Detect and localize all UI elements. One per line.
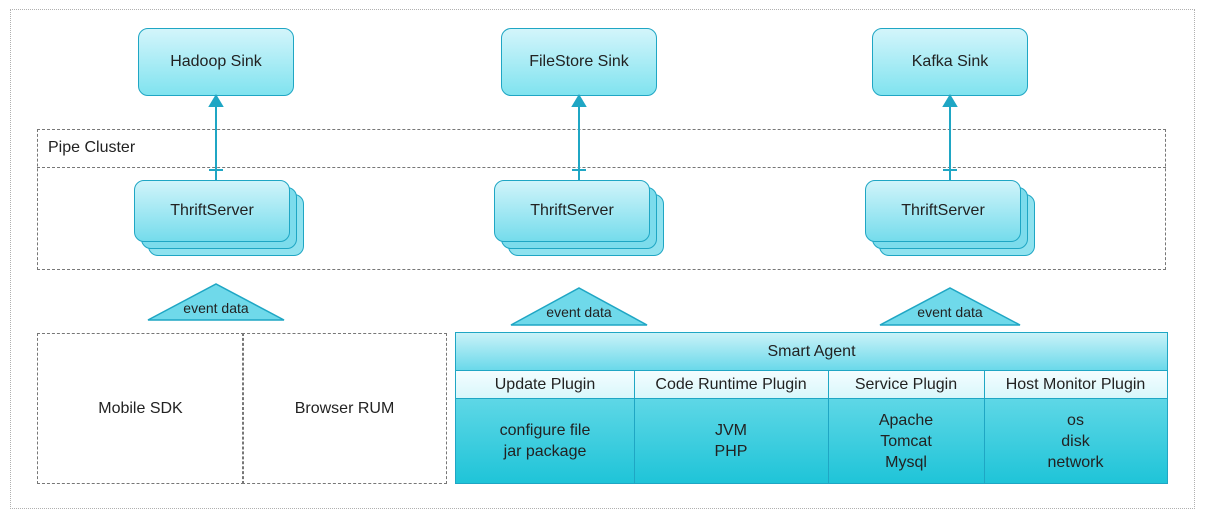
code-runtime-plugin-items: JVM PHP	[634, 399, 828, 483]
plugin-divider	[634, 371, 635, 483]
plugin-item: network	[1047, 453, 1104, 471]
kafka-sink-label: Kafka Sink	[911, 53, 989, 70]
mobile-sdk-box: Mobile SDK	[37, 333, 244, 484]
browser-rum-label: Browser RUM	[294, 399, 395, 417]
diagram-frame	[10, 9, 1195, 509]
event-data-triangle	[147, 283, 285, 321]
pipe-cluster	[37, 129, 1166, 270]
event-data-label: event data	[183, 300, 249, 316]
pipe-cluster-label: Pipe Cluster	[48, 139, 136, 156]
kafka-sink: Kafka Sink	[872, 28, 1028, 96]
host-monitor-plugin-header: Host Monitor Plugin	[984, 371, 1167, 399]
update-plugin-items: configure file jar package	[456, 399, 634, 483]
plugin-item: jar package	[503, 443, 587, 460]
mobile-sdk-label: Mobile SDK	[98, 399, 183, 417]
plugin-item: Tomcat	[880, 432, 932, 450]
plugin-item: Apache	[878, 411, 934, 429]
event-data-triangle	[879, 287, 1021, 326]
plugin-item: JVM	[715, 422, 747, 439]
event-data-label: event data	[546, 304, 612, 320]
update-plugin-header: Update Plugin	[456, 371, 634, 399]
browser-rum-box: Browser RUM	[242, 333, 447, 484]
arrow-head-icon	[571, 94, 587, 107]
pipe-cluster-divider	[37, 167, 1166, 168]
host-monitor-plugin-items: os disk network	[984, 399, 1167, 483]
code-runtime-plugin-header: Code Runtime Plugin	[634, 371, 828, 399]
event-data-triangle	[510, 287, 648, 326]
service-plugin-header: Service Plugin	[828, 371, 984, 399]
thrift-server: ThriftServer	[865, 180, 1021, 242]
thrift-server-label: ThriftServer	[170, 202, 254, 219]
thrift-server: ThriftServer	[134, 180, 290, 242]
event-data-label: event data	[917, 304, 983, 320]
plugin-divider	[984, 371, 985, 483]
hadoop-sink-label: Hadoop Sink	[170, 53, 262, 70]
thrift-server-stack: ThriftServer	[134, 180, 306, 260]
thrift-server-stack: ThriftServer	[494, 180, 666, 260]
thrift-server-stack: ThriftServer	[865, 180, 1037, 260]
smart-agent-title: Smart Agent	[456, 333, 1167, 371]
filestore-sink-label: FileStore Sink	[529, 53, 629, 70]
plugin-item: PHP	[714, 443, 748, 460]
service-plugin-items: Apache Tomcat Mysql	[828, 399, 984, 483]
plugin-item: disk	[1061, 432, 1090, 450]
plugin-item: Mysql	[885, 453, 927, 471]
smart-agent: Smart Agent Update Plugin Code Runtime P…	[455, 332, 1168, 484]
plugin-divider	[828, 371, 829, 483]
thrift-server-label: ThriftServer	[530, 202, 614, 219]
arrow-head-icon	[208, 94, 224, 107]
arrow-head-icon	[942, 94, 958, 107]
thrift-server-label: ThriftServer	[901, 202, 985, 219]
thrift-server: ThriftServer	[494, 180, 650, 242]
plugin-item: os	[1067, 411, 1084, 429]
plugin-item: configure file	[499, 422, 591, 439]
